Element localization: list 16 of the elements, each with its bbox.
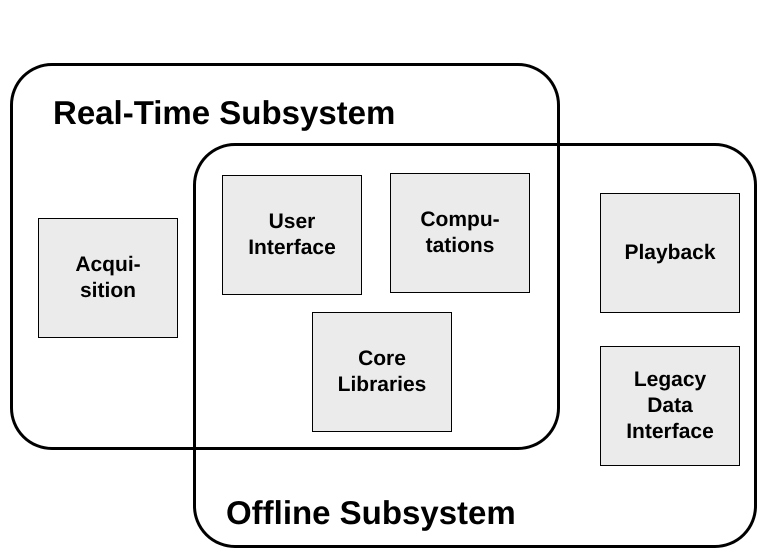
subsystem-heading: Offline Subsystem <box>226 494 516 532</box>
component-box <box>600 346 740 466</box>
subsystem-boundary <box>10 63 560 450</box>
component-box <box>600 193 740 313</box>
component-label: Legacy Data Interface <box>625 366 715 446</box>
component-box <box>312 312 452 432</box>
component-label: Compu- tations <box>419 206 501 259</box>
component-label: Playback <box>624 240 716 266</box>
component-label: User Interface <box>247 208 337 261</box>
component-label: Core Libraries <box>336 346 428 398</box>
component-label: Acqui- sition <box>74 252 142 304</box>
subsystem-heading: Real-Time Subsystem <box>53 94 396 132</box>
component-box <box>38 218 178 338</box>
subsystem-boundary <box>193 143 757 548</box>
component-box <box>222 175 362 295</box>
component-box <box>390 173 530 293</box>
